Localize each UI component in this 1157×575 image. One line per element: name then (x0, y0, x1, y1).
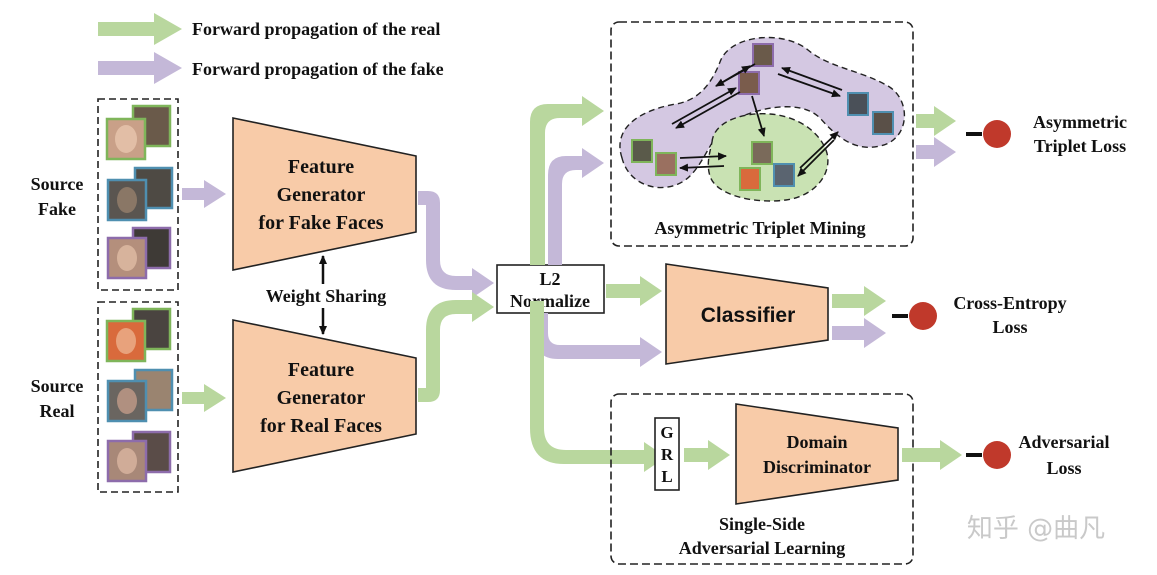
watermark: 知乎 @曲凡 (967, 514, 1105, 544)
cross-entropy-loss-dot (909, 302, 937, 330)
face-thumbnail (739, 167, 761, 191)
real-generator-line-2: Generator (277, 387, 366, 409)
source-fake-label-2: Fake (38, 199, 76, 219)
legend-fake-arrow (98, 52, 182, 84)
normalize-line-2: Normalize (510, 291, 590, 311)
grl-letter-r: R (661, 445, 674, 464)
normalize-line-1: L2 (539, 269, 560, 289)
classifier-label: Classifier (701, 304, 796, 327)
face-thumbnail (773, 163, 795, 187)
triplet-fake-out-arrow (916, 137, 956, 167)
normalize-to-triplet-real-arrow (530, 96, 604, 265)
domain-discriminator-block (735, 403, 899, 505)
triplet-loss-line-1: Asymmetric (1033, 112, 1127, 132)
triplet-mining-panel: Asymmetric Triplet Mining (610, 21, 914, 247)
source-fake-group (97, 98, 179, 291)
normalize-to-classifier-fake-arrow (534, 313, 662, 367)
triplet-loss-line-2: Triplet Loss (1034, 136, 1126, 156)
face-thumbnail (847, 92, 869, 116)
fake-generator-line-3: for Fake Faces (258, 212, 383, 234)
legend-real-label: Forward propagation of the real (192, 19, 440, 39)
discriminator-line-1: Domain (786, 432, 847, 452)
face-thumbnail (105, 319, 147, 363)
fake-to-normalize-arrow (418, 191, 494, 298)
triplet-real-out-arrow (916, 106, 956, 136)
grl-letter-l: L (661, 467, 672, 486)
legend-fake-label: Forward propagation of the fake (192, 59, 444, 79)
fake-input-arrow (182, 180, 226, 208)
adversarial-loss-line-1: Adversarial (1019, 432, 1110, 452)
discriminator-line-2: Discriminator (763, 457, 871, 477)
classifier-fake-out-arrow (832, 318, 886, 348)
source-real-label-2: Real (40, 401, 75, 421)
cross-entropy-line-2: Loss (992, 317, 1027, 337)
fake-cluster (619, 36, 905, 189)
adversarial-loss-dot (983, 441, 1011, 469)
discriminator-out-arrow (902, 440, 962, 470)
source-fake-label-1: Source (31, 174, 84, 194)
triplet-mining-title: Asymmetric Triplet Mining (654, 218, 865, 238)
normalize-to-classifier-real-arrow (606, 276, 662, 306)
adversarial-loss-line-2: Loss (1046, 458, 1081, 478)
face-thumbnail (631, 139, 653, 163)
fake-generator-line-2: Generator (277, 184, 366, 206)
grl-block (654, 417, 680, 491)
legend: Forward propagation of the real Forward … (98, 13, 444, 84)
adversarial-title-line-2: Adversarial Learning (679, 538, 846, 558)
weight-sharing-label: Weight Sharing (266, 286, 387, 306)
legend-real-arrow (98, 13, 182, 45)
classifier-block: Classifier (665, 263, 829, 365)
fake-feature-generator: Feature Generator for Fake Faces (232, 117, 417, 271)
classifier-real-out-arrow (832, 286, 886, 316)
adversarial-panel: G R L Domain Discriminator Single-Side A… (610, 393, 914, 565)
real-generator-line-3: for Real Faces (260, 415, 382, 437)
fake-generator-line-1: Feature (288, 156, 354, 178)
face-thumbnail (751, 141, 773, 165)
cross-entropy-line-1: Cross-Entropy (953, 293, 1066, 313)
source-real-label-1: Source (31, 376, 84, 396)
normalize-to-triplet-fake-arrow (548, 148, 604, 265)
real-feature-generator: Feature Generator for Real Faces (232, 319, 417, 473)
face-thumbnail (738, 71, 760, 95)
real-to-normalize-arrow (418, 292, 494, 402)
real-generator-line-1: Feature (288, 359, 354, 381)
source-real-group (97, 301, 179, 493)
normalize-to-grl-arrow (530, 301, 666, 472)
face-thumbnail (872, 111, 894, 135)
l2-normalize-block: L2 Normalize (496, 264, 605, 314)
face-thumbnail (752, 43, 774, 67)
grl-to-discriminator-arrow (684, 440, 730, 470)
face-thumbnail (655, 152, 677, 176)
grl-letter-g: G (660, 423, 673, 442)
triplet-loss-dot (983, 120, 1011, 148)
adversarial-title-line-1: Single-Side (719, 514, 805, 534)
real-input-arrow (182, 384, 226, 412)
